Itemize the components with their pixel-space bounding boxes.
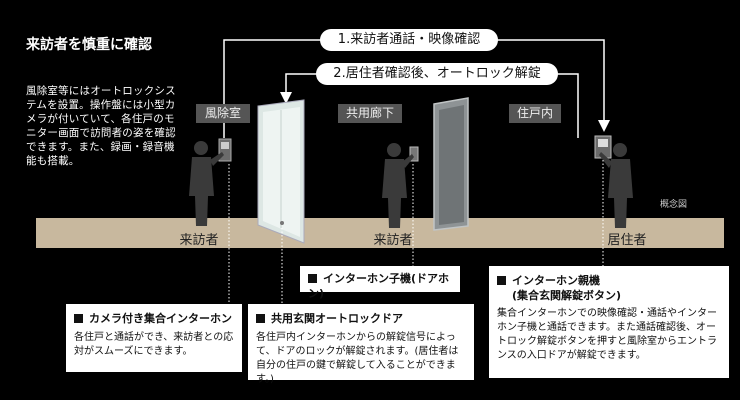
callout-master-intercom-subtitle: (集合玄関解錠ボタン) (512, 289, 622, 302)
autolock-door-graphic (257, 99, 305, 244)
visitor-figure-2 (382, 143, 414, 228)
resident-figure (599, 143, 633, 228)
flow-step-1-label: 1.来訪者通話・映像確認 (320, 29, 498, 51)
resident-label: 居住者 (607, 233, 647, 248)
zone-label-vestibule: 風除室 (196, 104, 250, 123)
heading: 来訪者を慎重に確認 (26, 37, 152, 53)
callout-door-intercom-title: インターホン子機(ドアホン) (308, 272, 450, 300)
flow-arrow-1 (598, 120, 610, 132)
callout-camera-intercom: カメラ付き集合インターホン 各住戸と通話ができ、来訪者との応対がスムーズにできま… (66, 304, 242, 372)
visitor-label-1: 来訪者 (179, 233, 219, 248)
visitor-label-2: 来訪者 (373, 233, 413, 248)
unit-door-graphic (433, 97, 469, 231)
callout-master-intercom-body: 集合インターホンでの映像確認・通話やインターホン子機と通話できます。また通話確認… (497, 308, 717, 361)
callout-autolock-door-body: 各住戸内インターホンからの解錠信号によって、ドアのロックが解錠されます。(居住者… (256, 332, 459, 385)
callout-camera-intercom-title: カメラ付き集合インターホン (89, 312, 232, 325)
callout-camera-intercom-body: 各住戸と通話ができ、来訪者との応対がスムーズにできます。 (74, 332, 234, 357)
callout-door-intercom: インターホン子機(ドアホン) (300, 266, 460, 300)
callout-master-intercom-title: インターホン親機 (512, 274, 600, 287)
callout-master-intercom: インターホン親機 (集合玄関解錠ボタン) 集合インターホンでの映像確認・通話やイ… (489, 266, 729, 378)
floor-strip (36, 218, 724, 248)
figure-label: 概念図 (660, 200, 688, 210)
intro-text: 風除室等にはオートロックシステムを設置。操作盤には小型カメラが付いていて、各住戸… (26, 85, 176, 167)
flow-step-2-label: 2.居住者確認後、オートロック解錠 (316, 63, 558, 85)
visitor-figure-1 (189, 141, 224, 226)
bullet-square-icon (256, 314, 265, 323)
door-intercom-graphic (409, 146, 419, 162)
bullet-square-icon (308, 274, 317, 283)
zone-label-corridor: 共用廊下 (338, 104, 402, 123)
callout-autolock-door-title: 共用玄関オートロックドア (271, 312, 403, 325)
callout-autolock-door: 共用玄関オートロックドア 各住戸内インターホンからの解錠信号によって、ドアのロッ… (248, 304, 474, 385)
flow-arrow-2 (280, 92, 292, 104)
bullet-square-icon (74, 314, 83, 323)
zone-label-unit: 住戸内 (509, 104, 561, 123)
bullet-square-icon (497, 276, 506, 285)
